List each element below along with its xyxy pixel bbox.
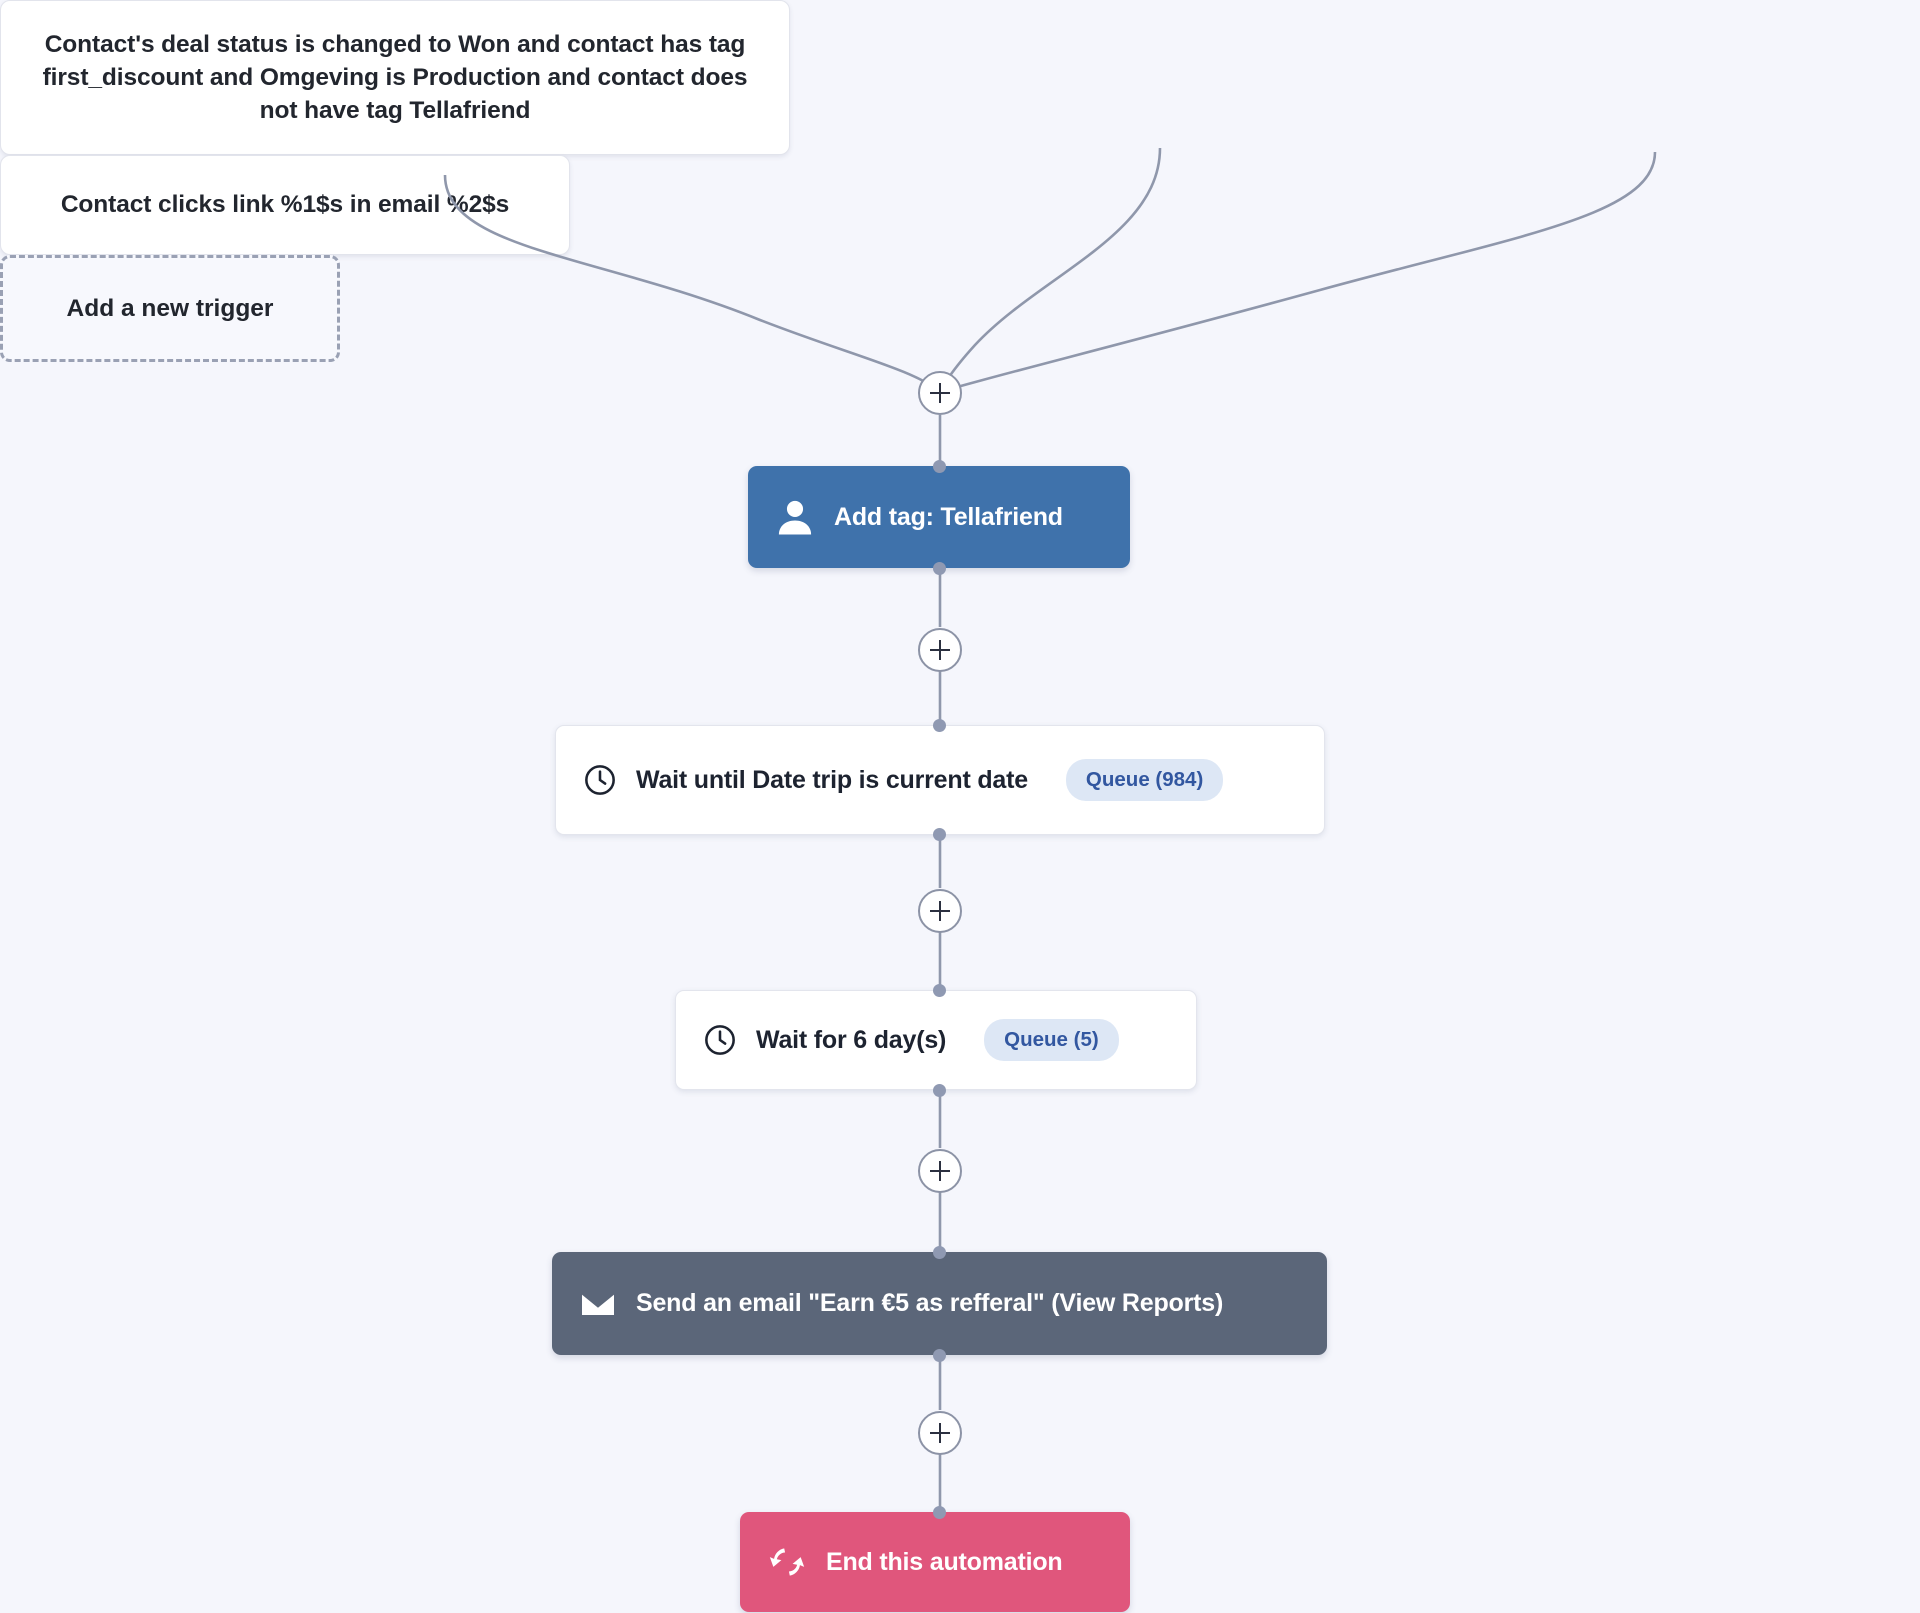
step-label: Add tag: Tellafriend xyxy=(834,502,1063,531)
clock-icon xyxy=(702,1022,738,1058)
add-step-button-after-wait-until[interactable] xyxy=(918,889,962,933)
step-node-wait-days[interactable]: Wait for 6 day(s) Queue (5) xyxy=(675,990,1197,1090)
split-arrows-icon xyxy=(766,1541,808,1583)
trigger-label: Contact clicks link %1$s in email %2$s xyxy=(60,191,510,219)
add-step-button-after-add-tag[interactable] xyxy=(918,628,962,672)
step-node-send-email[interactable]: Send an email "Earn €5 as refferal" (Vie… xyxy=(552,1252,1327,1355)
node-port-top xyxy=(933,719,946,732)
queue-badge[interactable]: Queue (984) xyxy=(1065,759,1224,801)
step-label: End this automation xyxy=(826,1547,1063,1576)
node-port-bottom xyxy=(933,1349,946,1362)
step-node-wait-until[interactable]: Wait until Date trip is current date Que… xyxy=(555,725,1325,835)
clock-icon xyxy=(582,762,618,798)
step-label: Send an email "Earn €5 as refferal" (Vie… xyxy=(636,1289,1224,1317)
step-node-end-automation[interactable]: End this automation xyxy=(740,1512,1130,1612)
trigger-label: Contact's deal status is changed to Won … xyxy=(42,30,748,125)
queue-badge[interactable]: Queue (5) xyxy=(984,1019,1119,1061)
node-port-top xyxy=(933,984,946,997)
step-node-add-tag[interactable]: Add tag: Tellafriend xyxy=(748,466,1130,568)
trigger-card-add-new[interactable]: Add a new trigger xyxy=(0,255,340,362)
add-step-button-after-send-email[interactable] xyxy=(918,1411,962,1455)
node-port-bottom xyxy=(933,1084,946,1097)
node-port-bottom xyxy=(933,562,946,575)
add-trigger-label: Add a new trigger xyxy=(66,294,274,322)
envelope-icon xyxy=(578,1284,618,1324)
add-step-button-after-wait-days[interactable] xyxy=(918,1149,962,1193)
node-port-bottom xyxy=(933,828,946,841)
trigger-card-link-click[interactable]: Contact clicks link %1$s in email %2$s xyxy=(0,155,570,255)
node-port-top xyxy=(933,1506,946,1519)
node-port-top xyxy=(933,460,946,473)
add-step-button-after-triggers[interactable] xyxy=(918,371,962,415)
node-port-top xyxy=(933,1246,946,1259)
trigger-card-deal-status[interactable]: Contact's deal status is changed to Won … xyxy=(0,0,790,155)
contact-person-icon xyxy=(774,496,816,538)
step-label: Wait until Date trip is current date xyxy=(636,765,1028,794)
step-label: Wait for 6 day(s) xyxy=(756,1025,947,1054)
